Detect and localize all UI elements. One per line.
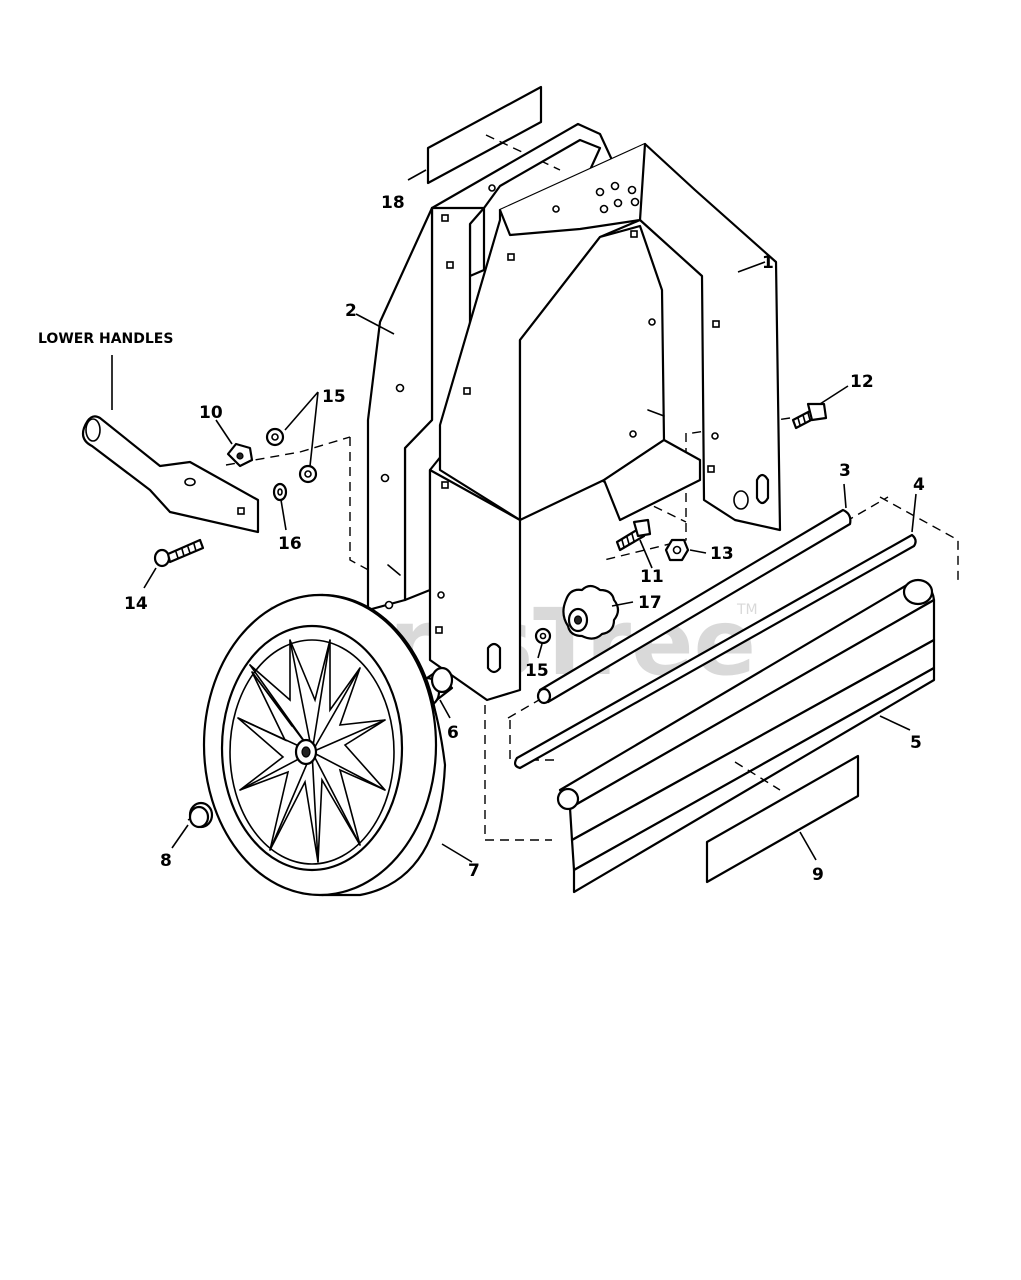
frame-bracket-2 [366,122,614,612]
leader-lines [111,169,917,863]
lock-washer-15-mid [298,464,318,484]
callout-17: 17 [638,593,662,613]
callout-14: 14 [124,594,148,614]
callout-1: 1 [762,253,774,273]
bolt-12 [791,402,828,430]
rod-4 [513,533,917,770]
tray-5 [556,578,936,894]
decal-18 [426,85,561,185]
callout-13: 13 [710,544,734,564]
callout-9: 9 [812,865,824,885]
callout-8: 8 [160,851,172,871]
frame-bracket-1 [428,142,782,702]
lower-handle [81,415,260,534]
callout-4: 4 [913,475,925,495]
callout-2: 2 [345,301,357,321]
rod-3 [536,508,852,705]
callout-15-low: 15 [525,661,549,681]
hub-cap-8 [188,801,214,829]
callout-3: 3 [839,461,851,481]
bolt-14 [153,538,205,568]
callout-5: 5 [910,733,922,753]
wheel-7 [202,593,447,897]
callout-16: 16 [278,534,302,554]
callout-12: 12 [850,372,874,392]
callout-11: 11 [640,567,664,587]
nut-13 [664,538,690,562]
callout-18: 18 [381,193,405,213]
lock-washer-15-top [265,427,285,447]
label-lower-handles: LOWER HANDLES [38,331,173,347]
washer-16 [272,482,288,502]
lock-washer-15-low [534,627,552,645]
callout-7: 7 [468,861,480,881]
bolt-10 [226,442,254,468]
callout-15-top: 15 [322,387,346,407]
callout-6: 6 [447,723,459,743]
bolt-11 [615,518,652,552]
knob-17 [562,584,620,640]
callout-10: 10 [199,403,223,423]
watermark-tm: TM [736,602,758,618]
decal-9 [705,754,860,884]
